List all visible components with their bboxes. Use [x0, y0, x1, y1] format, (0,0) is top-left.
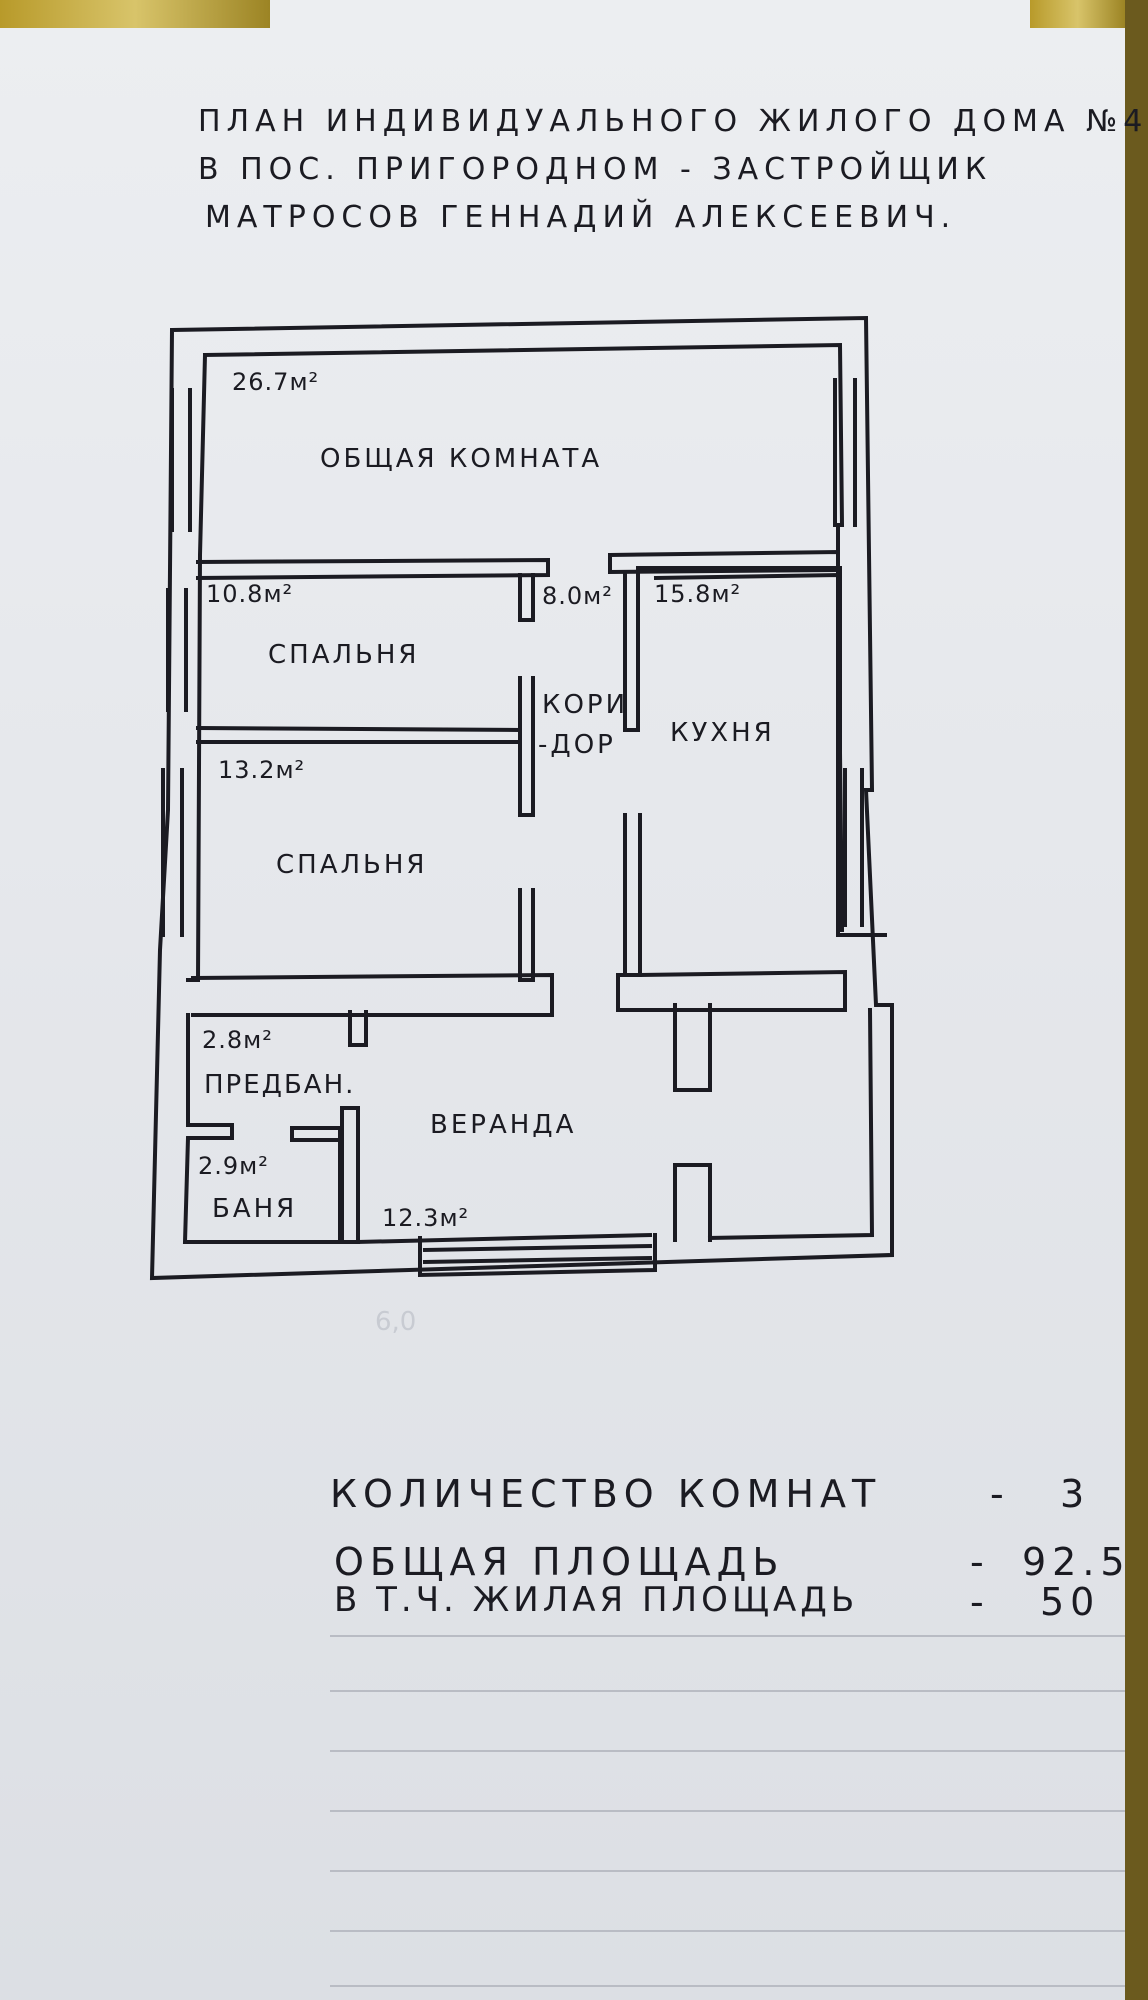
ruled-line — [330, 1635, 1125, 1637]
bedroom-2-area: 13.2м² — [218, 756, 306, 784]
ruled-line — [330, 1870, 1125, 1872]
background-fabric-right — [1030, 0, 1125, 28]
veranda-name: ВЕРАНДА — [430, 1110, 577, 1140]
veranda-stub-lower — [673, 1163, 712, 1242]
wall-corridor-left — [518, 676, 535, 817]
entrance-steps — [418, 1233, 657, 1278]
wall-corridor-left-lower — [518, 888, 535, 982]
ruled-line — [330, 1930, 1125, 1932]
predban-name: ПРЕДБАН. — [204, 1070, 356, 1100]
living-room-name: ОБЩАЯ КОМНАТА — [320, 444, 603, 474]
wall-kitchen — [636, 566, 842, 932]
wall-corridor-right-lower — [623, 813, 642, 977]
corridor-area: 8.0м² — [542, 582, 613, 610]
veranda-area: 12.3м² — [382, 1204, 470, 1232]
bedroom-1-area: 10.8м² — [206, 580, 294, 608]
faint-pencil-dimension: 6,0 — [375, 1307, 416, 1337]
bedroom-1-name: СПАЛЬНЯ — [268, 640, 420, 670]
summary-living-area-dash: - — [970, 1580, 990, 1624]
wall-predban-right — [340, 1106, 360, 1244]
kitchen-name: КУХНЯ — [670, 718, 775, 748]
paper-sheet — [0, 0, 1125, 2000]
wall-bedroom-veranda — [190, 972, 554, 1017]
bedroom-2-name: СПАЛЬНЯ — [276, 850, 428, 880]
plan-title-line-2: В ПОС. ПРИГОРОДНОМ - ЗАСТРОЙЩИК — [198, 152, 993, 187]
predban-area: 2.8м² — [202, 1026, 273, 1054]
summary-rooms-value: 3 — [1060, 1472, 1091, 1516]
kitchen-area: 15.8м² — [654, 580, 742, 608]
veranda-bottom — [355, 1232, 653, 1245]
ruled-line — [330, 1690, 1125, 1692]
summary-total-area-label: ОБЩАЯ ПЛОЩАДЬ — [334, 1540, 785, 1584]
plan-title-line-3: МАТРОСОВ ГЕННАДИЙ АЛЕКСЕЕВИЧ. — [205, 200, 957, 235]
summary-living-area-value: 50 — [1040, 1580, 1101, 1624]
wall-kitchen-veranda — [616, 969, 847, 1012]
floor-plan: 6,0 — [149, 315, 894, 1337]
wall-bedroom1-bedroom2 — [195, 725, 522, 744]
ruled-line — [330, 1810, 1125, 1812]
wall-corridor-top-left — [518, 573, 535, 622]
banya-name: БАНЯ — [212, 1194, 298, 1224]
living-room-area: 26.7м² — [232, 368, 320, 396]
summary-rooms-dash: - — [990, 1472, 1010, 1516]
summary-total-area-dash: - — [970, 1540, 990, 1584]
wall-predban — [182, 1013, 342, 1244]
summary-living-area-label: В Т.Ч. ЖИЛАЯ ПЛОЩАДЬ — [334, 1580, 859, 1620]
corridor-name-line-2: -ДОР — [538, 730, 616, 760]
wall-living-bedroom — [195, 557, 550, 581]
corridor-name-line-1: КОРИ — [542, 690, 629, 720]
banya-area: 2.9м² — [198, 1152, 269, 1180]
veranda-stub-upper — [673, 1003, 712, 1092]
ruled-line — [330, 1750, 1125, 1752]
plan-title-line-1: ПЛАН ИНДИВИДУАЛЬНОГО ЖИЛОГО ДОМА №4 — [198, 104, 1148, 139]
wall-predban-door — [348, 1010, 368, 1047]
background-fabric — [0, 0, 270, 28]
summary-rooms-label: КОЛИЧЕСТВО КОМНАТ — [330, 1472, 882, 1516]
summary-total-area-value: 92.5 — [1022, 1540, 1131, 1584]
ruled-line — [330, 1985, 1125, 1987]
outer-wall-inner — [202, 342, 887, 937]
